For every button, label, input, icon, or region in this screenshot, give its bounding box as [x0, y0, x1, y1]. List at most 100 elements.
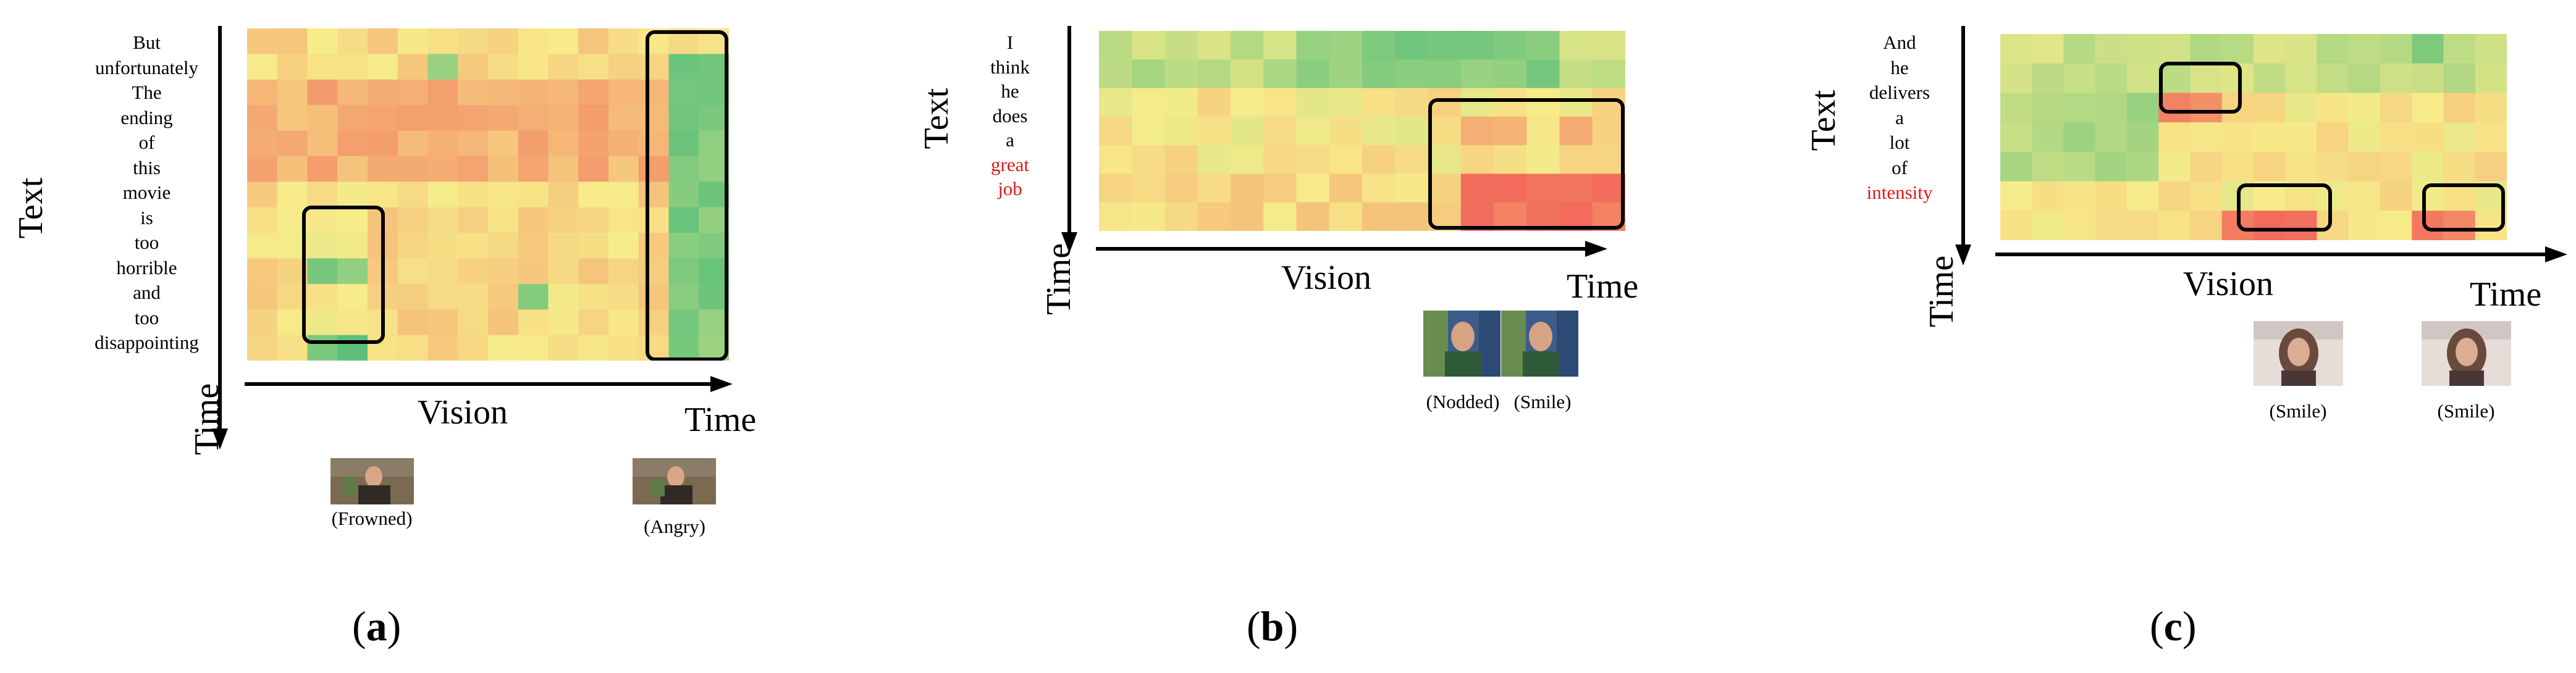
- heatmap-cell: [1296, 116, 1330, 146]
- heatmap-cell: [518, 258, 549, 285]
- heatmap-cell: [2380, 211, 2412, 240]
- heatmap-cell: [2412, 211, 2444, 240]
- heatmap-cell: [427, 54, 458, 80]
- heatmap-cell: [1428, 145, 1462, 175]
- text-word: ending: [120, 106, 173, 128]
- video-frame-thumbnail-b1: [1423, 311, 1501, 377]
- heatmap-cell: [2032, 211, 2065, 240]
- heatmap-cell: [307, 309, 338, 336]
- heatmap-cell: [2443, 122, 2476, 153]
- heatmap-cell: [1132, 59, 1166, 89]
- heatmap-cell: [2127, 63, 2159, 94]
- heatmap-cell: [699, 258, 729, 285]
- axes-b: [1061, 26, 1607, 257]
- heatmap-cell: [1296, 88, 1330, 117]
- heatmap-cell: [277, 79, 308, 106]
- heatmap-cell: [427, 258, 458, 285]
- heatmap-cell: [1263, 116, 1297, 146]
- heatmap-cell: [1197, 202, 1231, 231]
- heatmap-cell: [2000, 63, 2032, 94]
- heatmap-cell: [2348, 211, 2381, 240]
- heatmap-cell: [1329, 88, 1363, 117]
- heatmap-cell: [638, 54, 670, 80]
- heatmap-cell: [2443, 63, 2476, 94]
- heatmap-cell: [427, 130, 458, 157]
- heatmap-cell: [1231, 173, 1264, 203]
- heatmap-cell: [458, 258, 489, 285]
- heatmap-cell: [638, 258, 670, 285]
- heatmap-cell: [699, 54, 729, 80]
- heatmap-cell: [1197, 59, 1231, 89]
- heatmap-cell: [668, 283, 699, 310]
- heatmap-cell: [1296, 31, 1330, 60]
- heatmap-cell: [2380, 181, 2412, 211]
- heatmap-cell: [548, 233, 579, 259]
- heatmap-cell: [699, 130, 729, 157]
- heatmap-cell: [397, 207, 429, 233]
- heatmap-cell: [2063, 63, 2096, 94]
- heatmap-cell: [518, 335, 549, 361]
- heatmap-cell: [2095, 34, 2128, 64]
- heatmap-cell: [2475, 122, 2507, 153]
- heatmap-cell: [668, 79, 699, 106]
- heatmap-cell: [1329, 59, 1363, 89]
- heatmap-cell: [1559, 59, 1593, 89]
- heatmap-cell: [1559, 145, 1593, 175]
- heatmap-cell: [699, 79, 729, 106]
- text-word: think: [990, 56, 1030, 78]
- video-frame-thumbnail-c1: [2254, 321, 2343, 386]
- heatmap-cell: [1395, 202, 1429, 231]
- heatmap-cell: [1197, 31, 1231, 60]
- vision-axis-label-a: Vision: [418, 393, 508, 432]
- heatmap-cell: [488, 335, 519, 361]
- heatmap-cell: [488, 309, 519, 336]
- heatmap-cell: [2285, 151, 2318, 182]
- heatmap-cell: [1362, 31, 1395, 60]
- heatmap-cell: [608, 130, 639, 157]
- heatmap-cell: [427, 105, 458, 132]
- heatmap-cell: [458, 207, 489, 233]
- heatmap-cell: [277, 54, 308, 80]
- heatmap-cell: [1428, 116, 1462, 146]
- heatmap-cell: [2127, 151, 2159, 182]
- heatmap-cell: [2317, 63, 2349, 94]
- caption-b2: (Smile): [1513, 391, 1572, 412]
- heatmap-cell: [668, 130, 699, 157]
- text-word: But: [133, 31, 161, 53]
- heatmap-cell: [337, 207, 368, 233]
- heatmap-cell: [1231, 88, 1264, 117]
- heatmap-cell: [518, 309, 549, 336]
- heatmap-cell: [1263, 145, 1297, 175]
- heatmap-cell: [1460, 173, 1494, 203]
- heatmap-cell: [2443, 93, 2476, 123]
- heatmap-cell: [1460, 31, 1494, 60]
- heatmap-cell: [699, 283, 729, 310]
- heatmap-cell: [1197, 88, 1231, 117]
- heatmap-cell: [1099, 59, 1132, 89]
- heatmap-cell: [699, 309, 729, 336]
- heatmap-cell: [1526, 59, 1560, 89]
- caption-c1: (Smile): [2269, 400, 2327, 422]
- heatmap-cell: [1132, 202, 1166, 231]
- heatmap-cell: [608, 182, 639, 208]
- heatmap-cell: [2443, 211, 2476, 240]
- heatmap-cell: [368, 156, 398, 182]
- text-word: of: [1892, 156, 1908, 178]
- heatmap-cell: [518, 28, 549, 54]
- heatmap-cell: [2190, 181, 2223, 211]
- heatmap-cell: [578, 54, 609, 80]
- axes-c: [1955, 26, 2567, 265]
- heatmap-cell: [397, 335, 429, 361]
- heatmap-cell: [247, 79, 278, 106]
- heatmap-cell: [1592, 173, 1625, 203]
- heatmap-cell: [1362, 202, 1395, 231]
- heatmap-cell: [368, 54, 398, 80]
- heatmap-cell: [1164, 31, 1198, 60]
- heatmap-cell: [518, 233, 549, 259]
- heatmap-cell: [458, 79, 489, 106]
- text-word: delivers: [1869, 82, 1930, 103]
- heatmap-cell: [548, 207, 579, 233]
- heatmap-cell: [2095, 63, 2128, 94]
- text-word: a: [1006, 129, 1014, 151]
